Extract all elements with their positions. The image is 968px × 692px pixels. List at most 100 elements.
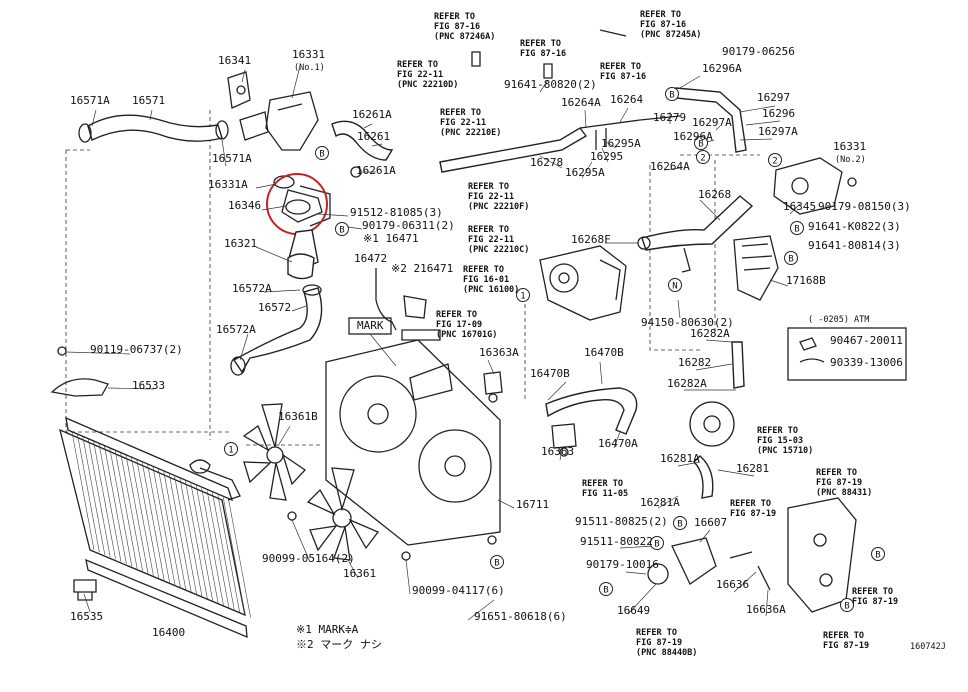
refer-note-line: REFER TO xyxy=(468,182,509,192)
part-label: 16572A xyxy=(232,282,272,295)
footnote-1: ※1 MARK≑A xyxy=(296,623,359,636)
refer-note-line: REFER TO xyxy=(397,60,438,70)
part-label: 90179-06311(2) xyxy=(362,219,455,232)
refer-note-line: REFER TO xyxy=(463,265,504,275)
marker-letter: N xyxy=(672,282,677,292)
refer-note-line: REFER TO xyxy=(640,10,681,20)
part-label: 91641-K0822(3) xyxy=(808,220,901,233)
refer-note-line: FIG 87-16 xyxy=(520,49,566,59)
refer-note-line: REFER TO xyxy=(434,12,475,22)
marker-circle xyxy=(315,146,329,160)
water-pump-16100 xyxy=(539,245,627,321)
part-label: 16278 xyxy=(530,156,563,169)
part-label: 16321 xyxy=(224,237,257,250)
part-label: 91641-80814(3) xyxy=(808,239,901,252)
part-label: 16261A xyxy=(356,164,396,177)
part-label: 16268 xyxy=(698,188,731,201)
refer-note-line: (PNC 87246A) xyxy=(434,32,495,42)
marker-letter: B xyxy=(794,225,799,235)
marker-circle xyxy=(668,278,682,292)
refer-note-line: FIG 16-01 xyxy=(463,275,509,285)
part-label: 16282 xyxy=(678,356,711,369)
refer-note-line: FIG 87-16 xyxy=(600,72,646,82)
refer-note-line: FIG 15-03 xyxy=(757,436,803,446)
part-label: 16296A xyxy=(673,130,713,143)
part-label: 16264 xyxy=(610,93,643,106)
refer-note-line: (PNC 16701G) xyxy=(436,330,497,340)
part-label: 160742J xyxy=(910,642,946,652)
refer-note-line: REFER TO xyxy=(468,225,509,235)
refer-note-line: FIG 17-09 xyxy=(436,320,482,330)
footnote-2: ※2 マーク ナシ xyxy=(296,638,382,651)
part-label: 16261A xyxy=(352,108,392,121)
part-label: 16571 xyxy=(132,94,165,107)
part-label: 16571A xyxy=(212,152,252,165)
marker-circle xyxy=(665,87,679,101)
marker-circle xyxy=(224,442,238,456)
part-label: 16282A xyxy=(667,377,707,390)
part-label: ※2 216471 xyxy=(391,262,453,275)
part-label: 16264A xyxy=(561,96,601,109)
part-label: 16331A xyxy=(208,178,248,191)
refer-note-line: REFER TO xyxy=(823,631,864,641)
refer-note-line: FIG 87-16 xyxy=(434,22,480,32)
bracket-88440 xyxy=(787,497,857,613)
marker-circle xyxy=(673,516,687,530)
part-label: 16341 xyxy=(218,54,251,67)
part-label: MARK xyxy=(357,319,384,332)
marker-circle xyxy=(599,582,613,596)
marker-circle xyxy=(335,222,349,236)
refer-note-line: FIG 87-19 xyxy=(730,509,776,519)
part-label: 16295 xyxy=(590,150,623,163)
refer-note-line: (PNC 22210F) xyxy=(468,202,529,212)
part-label: 91511-80825(2) xyxy=(575,515,668,528)
refer-note-line: (PNC 22210C) xyxy=(468,245,529,255)
refer-note-line: (PNC 87245A) xyxy=(640,30,701,40)
refer-note-line: FIG 22-11 xyxy=(468,192,514,202)
refer-note-line: REFER TO xyxy=(440,108,481,118)
part-label: 16533 xyxy=(132,379,165,392)
part-label: 16346 xyxy=(228,199,261,212)
marker-letter: B xyxy=(603,586,608,596)
drain-cock-16535 xyxy=(73,579,97,601)
marker-letter: B xyxy=(788,255,793,265)
part-label: 16572 xyxy=(258,301,291,314)
part-label: 16297A xyxy=(758,125,798,138)
refer-note-line: FIG 87-19 xyxy=(823,641,869,651)
part-label: 90339-13006 xyxy=(830,356,903,369)
part-label: 91651-80618(6) xyxy=(474,610,567,623)
refer-note-line: (PNC 22210D) xyxy=(397,80,458,90)
part-label: 16361 xyxy=(343,567,376,580)
part-label: 16331 xyxy=(292,48,325,61)
part-label: 16571A xyxy=(70,94,110,107)
marker-letter: B xyxy=(669,91,674,101)
part-label: 16470B xyxy=(530,367,570,380)
part-number-labels: 16341 16331 (No.1) 16571A 16571 16571A 16261A 1… xyxy=(70,45,946,652)
heat-insulator-17168B xyxy=(733,235,779,301)
refer-note-line: (PNC 16100) xyxy=(463,285,519,295)
part-label: 16649 xyxy=(617,604,650,617)
part-label: 16636 xyxy=(716,578,749,591)
marker-letter: 1 xyxy=(228,446,233,456)
marker-circle xyxy=(650,536,664,550)
marker-letter: B xyxy=(319,150,324,160)
part-label: (No.1) xyxy=(294,63,325,73)
marker-letter: 2 xyxy=(700,154,705,164)
water-outlet-16331 xyxy=(265,91,319,151)
marker-letter: B xyxy=(698,140,703,150)
refer-note-line: FIG 22-11 xyxy=(397,70,443,80)
part-artwork xyxy=(50,29,907,639)
refer-note-line: REFER TO xyxy=(582,479,623,489)
part-label: 90179-08150(3) xyxy=(818,200,911,213)
part-label: 91512-81085(3) xyxy=(350,206,443,219)
part-label: 16296 xyxy=(762,107,795,120)
footnotes: ※1 MARK≑A ※2 マーク ナシ xyxy=(296,623,382,651)
refer-note-line: FIG 11-05 xyxy=(582,489,628,499)
part-label: 91641-80820(2) xyxy=(504,78,597,91)
part-label: 16295A xyxy=(601,137,641,150)
part-label: 16363A xyxy=(479,346,519,359)
part-label: 16400 xyxy=(152,626,185,639)
marker-circle xyxy=(790,221,804,235)
